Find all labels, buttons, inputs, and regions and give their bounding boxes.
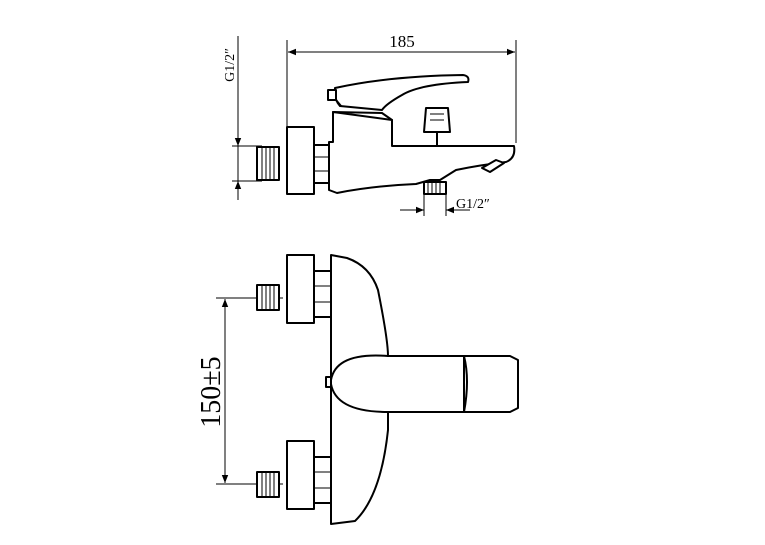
shower-outlet-side — [481, 159, 505, 173]
mixer-body-side — [328, 111, 516, 194]
dimension-label-outlet-thread: G1/2″ — [456, 197, 490, 212]
dimension-label-inlet-thread: G1/2″ — [223, 48, 238, 82]
dimension-inlet-thread: G1/2″ — [223, 36, 262, 200]
lever-handle-plan — [325, 354, 468, 413]
inlet-thread-top — [256, 146, 280, 181]
dimension-center-distance: 150±5 — [196, 297, 278, 485]
plan-view: 150±5 — [196, 254, 519, 525]
dimension-outlet-thread: G1/2″ — [400, 194, 490, 216]
inlet-upper-plan — [256, 254, 332, 324]
flange-top — [286, 126, 315, 195]
lever-handle-side — [327, 74, 470, 121]
dimension-label-center-distance: 150±5 — [196, 356, 227, 427]
side-view: 185 G1/2″ — [223, 32, 517, 216]
dimension-overall-width: 185 — [286, 32, 517, 143]
dimension-label-185: 185 — [389, 32, 415, 51]
inlet-lower-plan — [256, 440, 332, 510]
hex-nut-top — [313, 144, 330, 184]
spout-aerator-side — [423, 181, 447, 195]
diverter-knob-side — [423, 107, 451, 147]
